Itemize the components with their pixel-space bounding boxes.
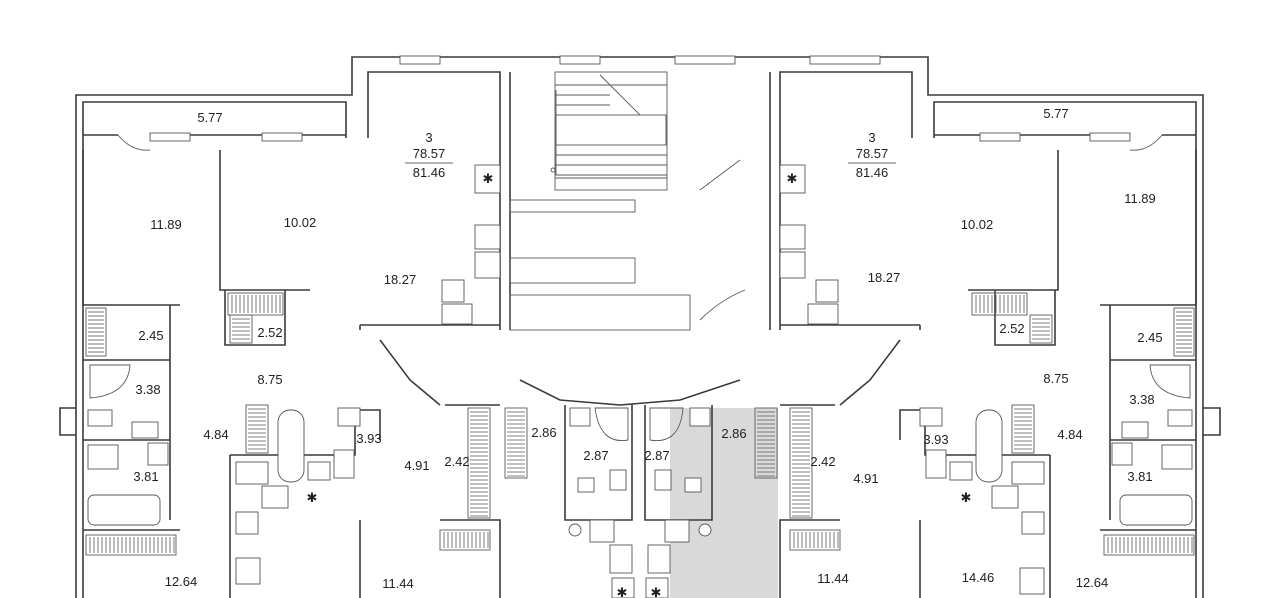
room-area: 18.27 bbox=[868, 270, 901, 285]
room-area-labels: 5.77 5.77 11.89 10.02 18.27 18.27 10.02 … bbox=[133, 106, 1162, 591]
room-area: 12.64 bbox=[165, 574, 198, 589]
total-area: 81.46 bbox=[413, 165, 446, 180]
room-area: 18.27 bbox=[384, 272, 417, 287]
stair-core bbox=[509, 71, 746, 331]
hatch-lines bbox=[88, 295, 1193, 553]
room-area: 12.64 bbox=[1076, 575, 1109, 590]
room-area: 2.87 bbox=[644, 448, 669, 463]
living-area: 78.57 bbox=[413, 146, 446, 161]
vent-icon: ✱ bbox=[961, 490, 972, 505]
room-area: 14.46 bbox=[962, 570, 995, 585]
rooms-count: 3 bbox=[425, 130, 432, 145]
studio-units bbox=[564, 405, 713, 598]
room-area: 3.81 bbox=[133, 469, 158, 484]
room-area: 2.86 bbox=[531, 425, 556, 440]
wardrobe-hatching bbox=[85, 292, 1195, 556]
corridor bbox=[379, 339, 901, 406]
room-area: 3.93 bbox=[356, 431, 381, 446]
room-area: 11.44 bbox=[382, 576, 414, 591]
vent-icon: ✱ bbox=[651, 585, 662, 598]
room-area: 3.81 bbox=[1127, 469, 1152, 484]
room-area: 4.84 bbox=[1057, 427, 1082, 442]
balcony-right-door bbox=[1129, 134, 1163, 151]
rooms-count: 3 bbox=[868, 130, 875, 145]
total-area: 81.46 bbox=[856, 165, 889, 180]
room-area: 5.77 bbox=[197, 110, 222, 125]
room-area: 11.89 bbox=[150, 217, 182, 232]
apartment-label-right[interactable]: 3 78.57 81.46 bbox=[848, 130, 896, 180]
room-area: 2.45 bbox=[1137, 330, 1162, 345]
room-area: 2.45 bbox=[138, 328, 163, 343]
room-area: 11.44 bbox=[817, 571, 849, 586]
room-area: 8.75 bbox=[257, 372, 282, 387]
room-area: 4.84 bbox=[203, 427, 228, 442]
room-area: 5.77 bbox=[1043, 106, 1068, 121]
room-area: 3.38 bbox=[1129, 392, 1154, 407]
apartment-label-left[interactable]: 3 78.57 81.46 bbox=[405, 130, 453, 180]
living-area: 78.57 bbox=[856, 146, 889, 161]
building-outline bbox=[75, 56, 1204, 598]
vent-icon: ✱ bbox=[787, 171, 798, 186]
vent-icon: ✱ bbox=[483, 171, 494, 186]
room-area: 2.42 bbox=[810, 454, 835, 469]
room-area: 2.87 bbox=[583, 448, 608, 463]
fixtures-left bbox=[87, 164, 501, 585]
side-windows bbox=[59, 407, 1221, 436]
windows bbox=[149, 55, 1131, 142]
room-area: 8.75 bbox=[1043, 371, 1068, 386]
room-area: 2.42 bbox=[444, 454, 469, 469]
room-area: 3.93 bbox=[923, 432, 948, 447]
balcony-left-door bbox=[117, 134, 151, 151]
room-area: 11.89 bbox=[1124, 191, 1156, 206]
room-area: 4.91 bbox=[853, 471, 878, 486]
room-area: 2.52 bbox=[999, 321, 1024, 336]
room-area: 2.86 bbox=[721, 426, 746, 441]
room-area: 4.91 bbox=[404, 458, 429, 473]
fixtures-right bbox=[779, 164, 1193, 595]
vent-icon: ✱ bbox=[617, 585, 628, 598]
room-area: 2.52 bbox=[257, 325, 282, 340]
room-area: 3.38 bbox=[135, 382, 160, 397]
room-area: 10.02 bbox=[961, 217, 994, 232]
vent-icon: ✱ bbox=[307, 490, 318, 505]
room-area: 10.02 bbox=[284, 215, 317, 230]
